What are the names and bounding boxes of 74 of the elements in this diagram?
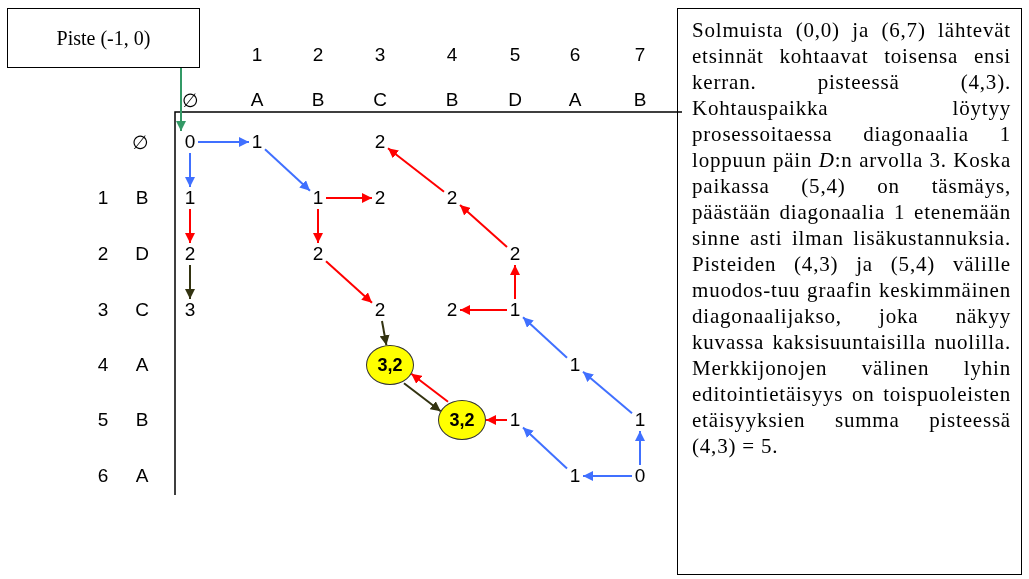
column-index: 2 (312, 44, 324, 66)
row-index: 3 (97, 299, 109, 321)
meeting-point-ellipse: 3,2 (366, 345, 414, 385)
column-index: 4 (446, 44, 458, 66)
row-index: 5 (97, 409, 109, 431)
arrow (176, 67, 186, 132)
distance-value: 1 (182, 187, 198, 209)
distance-value: 2 (444, 187, 460, 209)
arrow (410, 372, 449, 403)
distance-value: 3 (182, 299, 198, 321)
distance-value: 1 (310, 187, 326, 209)
arrow (459, 305, 508, 315)
arrow (264, 148, 311, 192)
arrow (403, 382, 442, 413)
column-index: 3 (374, 44, 386, 66)
meeting-point-ellipse: 3,2 (438, 400, 486, 440)
column-character: B (445, 89, 459, 111)
arrow (325, 193, 373, 203)
row-character: B (135, 409, 149, 431)
row-index: 2 (97, 243, 109, 265)
column-character: A (250, 89, 264, 111)
distance-value: 1 (249, 131, 265, 153)
column-character: B (311, 89, 325, 111)
arrow (522, 316, 568, 359)
arrow (379, 320, 390, 347)
row-index: 1 (97, 187, 109, 209)
column-index: 5 (509, 44, 521, 66)
column-index: 7 (634, 44, 646, 66)
arrow (510, 264, 520, 300)
arrow (185, 208, 195, 244)
arrow (582, 370, 633, 415)
row-character: B (135, 187, 149, 209)
column-index: 1 (251, 44, 263, 66)
arrow (635, 430, 645, 466)
distance-value: 2 (372, 187, 388, 209)
column-character: D (508, 89, 522, 111)
row-character: C (135, 299, 149, 321)
distance-value: 0 (182, 131, 198, 153)
column-index: 6 (569, 44, 581, 66)
arrow (313, 208, 323, 244)
column-character: C (373, 89, 387, 111)
column-character: B (633, 89, 647, 111)
column-character: A (568, 89, 582, 111)
row-character: A (135, 354, 149, 376)
empty-symbol: ∅ (131, 130, 149, 154)
label-box: Piste (-1, 0) (7, 8, 200, 68)
row-character: A (135, 465, 149, 487)
arrow (185, 152, 195, 188)
arrow (185, 264, 195, 300)
distance-value: 2 (444, 299, 460, 321)
description-paragraph: Solmuista (0,0) ja (6,7) lähtevät etsinnät kohtaavat toisensa ensi kerran. pisteessä (4,3). Kohtauspaikka löytyy prosessoitaessa diagonaalia 1 loppuun päin D:n arvolla 3. Koska paikassa (5,4) on täsmäys, päästään diagonaalia 1 etenemään sinne asti ilman lisäkustannuksia. Pisteiden (4,3) ja (5,4) välille muodos-tuu graafin keskimmäinen diagonaalijakso, joka näkyy kuvassa kaksisuuntaisilla nuolilla. Merkkijonojen välinen lyhin editointietäisyys on toispuoleisten etäisyyksien summa pisteessä (4,3) = 5. (692, 17, 1011, 459)
distance-value: 1 (507, 409, 523, 431)
arrow (485, 415, 508, 425)
row-index: 4 (97, 354, 109, 376)
row-character: D (135, 243, 149, 265)
arrow (459, 204, 508, 248)
text-panel (677, 8, 1022, 575)
empty-symbol: ∅ (181, 88, 199, 112)
distance-value: 1 (567, 465, 583, 487)
distance-value: 1 (632, 409, 648, 431)
distance-value: 1 (567, 354, 583, 376)
arrow (197, 137, 250, 147)
distance-value: 2 (372, 299, 388, 321)
row-index: 6 (97, 465, 109, 487)
distance-value: 2 (507, 243, 523, 265)
arrow (522, 426, 568, 470)
distance-value: 2 (182, 243, 198, 265)
distance-value: 2 (310, 243, 326, 265)
distance-value: 2 (372, 131, 388, 153)
distance-value: 0 (632, 465, 648, 487)
arrow (387, 147, 445, 193)
arrow (582, 471, 633, 481)
distance-value: 1 (507, 299, 523, 321)
arrow (325, 260, 373, 304)
